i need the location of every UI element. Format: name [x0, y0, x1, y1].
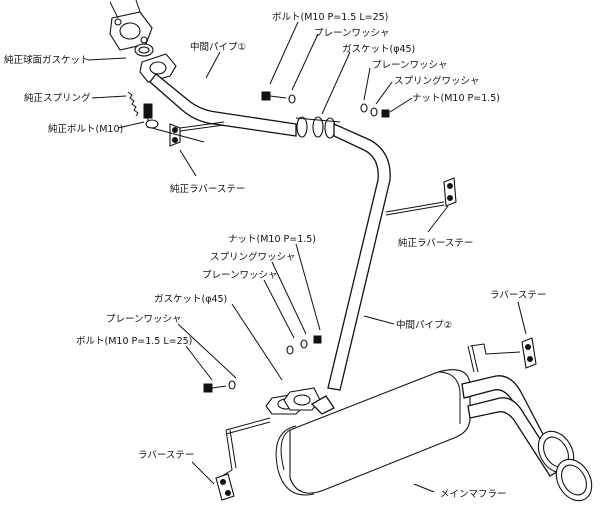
- label-plain-washer-mid-1: プレーンワッシャ: [202, 270, 278, 281]
- label-gasket-top: ガスケット(φ45): [342, 44, 415, 55]
- rubber-stay-stock-1: [169, 123, 181, 147]
- label-rubber-stay-left: ラバーステー: [138, 450, 194, 461]
- muffler-front-bracket: [221, 417, 271, 477]
- tailpipes: [461, 375, 593, 502]
- label-rubber-stay-right: ラバーステー: [490, 290, 546, 301]
- rubber-stay-stock-2: [443, 177, 457, 207]
- label-main-muffler: メインマフラー: [440, 489, 507, 500]
- label-plain-washer-top-1: プレーンワッシャ: [314, 28, 390, 39]
- label-stock-bolt: 純正ボルト(M10): [48, 123, 123, 135]
- lower-joint-flanges: [265, 387, 321, 415]
- rear-hanger: [467, 343, 521, 373]
- main-muffler: [275, 369, 471, 496]
- mid-pipe-1: [149, 73, 297, 137]
- lower-fasteners: [203, 335, 322, 393]
- spherical-gasket: [134, 43, 154, 57]
- label-stock-spring: 純正スプリング: [24, 92, 91, 104]
- label-nut-mid: ナット(M10 P=1.5): [228, 234, 316, 245]
- top-fasteners: [261, 91, 390, 118]
- rubber-stay-right: [521, 337, 537, 369]
- pipe1-inlet-flange: [139, 53, 177, 83]
- label-mid-pipe-2: 中間パイプ②: [396, 319, 452, 331]
- stock-spring: [127, 91, 139, 117]
- label-spring-washer-top: スプリングワッシャ: [394, 75, 480, 87]
- label-rubber-stay-stock-1: 純正ラバーステー: [170, 183, 245, 195]
- label-spring-washer-mid: スプリングワッシャ: [210, 251, 296, 263]
- label-bolt-mid: ボルト(M10 P=1.5 L=25): [76, 336, 192, 347]
- stock-bolt: [143, 103, 159, 129]
- label-plain-washer-mid-2: プレーンワッシャ: [106, 314, 182, 325]
- manifold-flange: [109, 0, 153, 51]
- label-plain-washer-top-2: プレーンワッシャ: [372, 60, 448, 71]
- labels: 純正球面ガスケット 純正スプリング 純正ボルト(M10) 純正ラバーステー 中間…: [4, 12, 546, 500]
- mid-pipe-2: [327, 122, 445, 391]
- label-bolt-top: ボルト(M10 P=1.5 L=25): [272, 12, 388, 23]
- label-mid-pipe-1: 中間パイプ①: [190, 41, 246, 53]
- top-joint-flanges: [295, 116, 341, 139]
- rubber-stay-left: [215, 473, 235, 501]
- label-spherical-gasket: 純正球面ガスケット: [4, 54, 90, 66]
- label-rubber-stay-stock-2: 純正ラバーステー: [398, 237, 473, 249]
- leader-lines: [87, 21, 527, 493]
- label-nut-top: ナット(M10 P=1.5): [412, 93, 500, 104]
- label-gasket-mid: ガスケット(φ45): [154, 294, 227, 305]
